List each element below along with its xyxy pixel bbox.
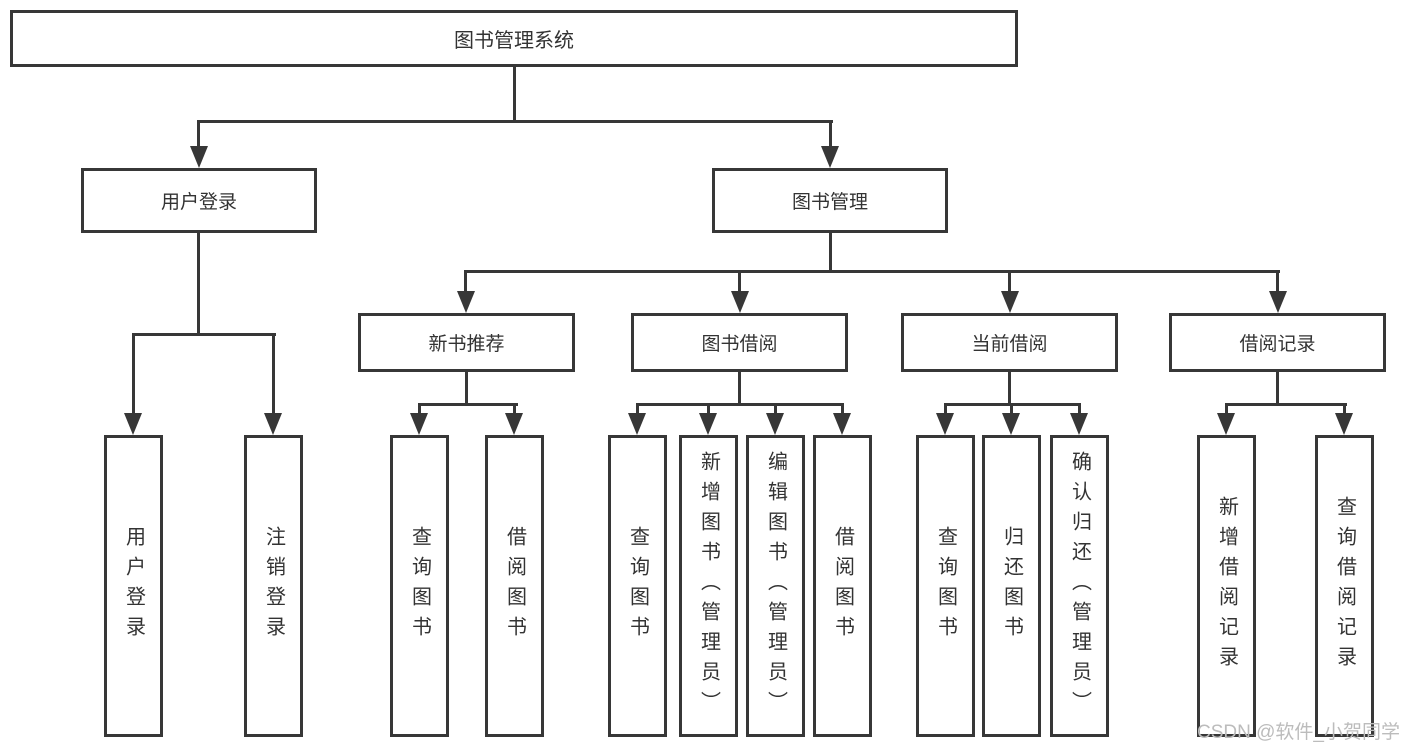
connector-stub: [1010, 403, 1013, 417]
connector-stub: [1008, 270, 1011, 293]
connector-stub: [1343, 403, 1346, 417]
connector-stub: [1078, 403, 1081, 417]
node-book-borrowing: 图书借阅: [631, 313, 848, 372]
leaf-logout: 注销登录: [244, 435, 303, 737]
leaf-query-borrow-record: 查询借阅记录: [1315, 435, 1374, 737]
leaf-label: 注销登录: [262, 526, 285, 646]
connector-stub: [272, 333, 275, 416]
connector-stub: [464, 270, 467, 293]
arrow-down-icon: [731, 291, 749, 313]
connector-current-borrow-drop: [1008, 372, 1011, 406]
connector-stub: [944, 403, 947, 417]
node-new-book-recommend: 新书推荐: [358, 313, 575, 372]
node-book-management: 图书管理: [712, 168, 948, 233]
leaf-query-books-2: 查询图书: [608, 435, 667, 737]
connector-root-bus: [197, 120, 833, 123]
node-label: 用户登录: [160, 192, 237, 213]
connector-new-book-bus: [418, 403, 518, 406]
arrow-down-icon: [410, 413, 428, 435]
arrow-down-icon: [1217, 413, 1235, 435]
leaf-label: 新增图书（管理员）: [697, 451, 720, 721]
connector-book-borrow-bus: [636, 403, 844, 406]
arrow-down-icon: [1001, 291, 1019, 313]
leaf-label: 借阅图书: [831, 526, 854, 646]
connector-root-drop: [513, 67, 516, 120]
leaf-confirm-return-admin: 确认归还（管理员）: [1050, 435, 1109, 737]
leaf-label: 新增借阅记录: [1215, 496, 1238, 676]
leaf-add-borrow-record: 新增借阅记录: [1197, 435, 1256, 737]
node-borrowing-records: 借阅记录: [1169, 313, 1386, 372]
connector-book-mgmt-drop: [829, 233, 832, 273]
node-library-management-system: 图书管理系统: [10, 10, 1018, 67]
node-label: 图书借阅: [701, 334, 778, 355]
arrow-down-icon: [505, 413, 523, 435]
leaf-label: 查询借阅记录: [1333, 496, 1356, 676]
arrow-down-icon: [766, 413, 784, 435]
node-current-borrowing: 当前借阅: [901, 313, 1118, 372]
leaf-label: 借阅图书: [503, 526, 526, 646]
leaf-return-books: 归还图书: [982, 435, 1041, 737]
arrow-down-icon: [833, 413, 851, 435]
arrow-down-icon: [1269, 291, 1287, 313]
arrow-down-icon: [124, 413, 142, 435]
leaf-user-login: 用户登录: [104, 435, 163, 737]
arrow-down-icon: [1002, 413, 1020, 435]
leaf-borrow-books-1: 借阅图书: [485, 435, 544, 737]
connector-stub: [829, 120, 832, 148]
csdn-watermark: CSDN @软件_小贺同学: [1197, 722, 1400, 743]
connector-stub: [1276, 270, 1279, 293]
leaf-query-books-1: 查询图书: [390, 435, 449, 737]
connector-stub: [636, 403, 639, 417]
connector-user-login-bus: [132, 333, 276, 336]
node-label: 当前借阅: [971, 334, 1048, 355]
connector-records-bus: [1225, 403, 1347, 406]
arrow-down-icon: [457, 291, 475, 313]
leaf-edit-books-admin: 编辑图书（管理员）: [746, 435, 805, 737]
node-label: 新书推荐: [428, 334, 505, 355]
connector-stub: [841, 403, 844, 417]
leaf-label: 查询图书: [408, 526, 431, 646]
node-user-login: 用户登录: [81, 168, 317, 233]
connector-user-login-drop: [197, 233, 200, 336]
node-label: 图书管理: [791, 192, 868, 213]
connector-stub: [197, 120, 200, 148]
leaf-label: 确认归还（管理员）: [1068, 451, 1091, 721]
connector-book-borrow-drop: [738, 372, 741, 406]
leaf-label: 归还图书: [1000, 526, 1023, 646]
arrow-down-icon: [1335, 413, 1353, 435]
leaf-label: 查询图书: [934, 526, 957, 646]
connector-stub: [132, 333, 135, 416]
leaf-add-books-admin: 新增图书（管理员）: [679, 435, 738, 737]
node-label: 借阅记录: [1239, 334, 1316, 355]
leaf-label: 编辑图书（管理员）: [764, 451, 787, 721]
connector-records-drop: [1276, 372, 1279, 406]
leaf-label: 用户登录: [122, 526, 145, 646]
arrow-down-icon: [1070, 413, 1088, 435]
arrow-down-icon: [821, 146, 839, 168]
arrow-down-icon: [190, 146, 208, 168]
connector-stub: [738, 270, 741, 293]
node-label: 图书管理系统: [454, 30, 574, 52]
leaf-label: 查询图书: [626, 526, 649, 646]
connector-stub: [707, 403, 710, 417]
arrow-down-icon: [264, 413, 282, 435]
connector-stub: [418, 403, 421, 417]
connector-stub: [774, 403, 777, 417]
connector-book-mgmt-bus: [464, 270, 1280, 273]
arrow-down-icon: [936, 413, 954, 435]
arrow-down-icon: [699, 413, 717, 435]
arrow-down-icon: [628, 413, 646, 435]
leaf-borrow-books-2: 借阅图书: [813, 435, 872, 737]
connector-new-book-drop: [465, 372, 468, 406]
connector-stub: [1225, 403, 1228, 417]
leaf-query-books-3: 查询图书: [916, 435, 975, 737]
connector-stub: [513, 403, 516, 417]
